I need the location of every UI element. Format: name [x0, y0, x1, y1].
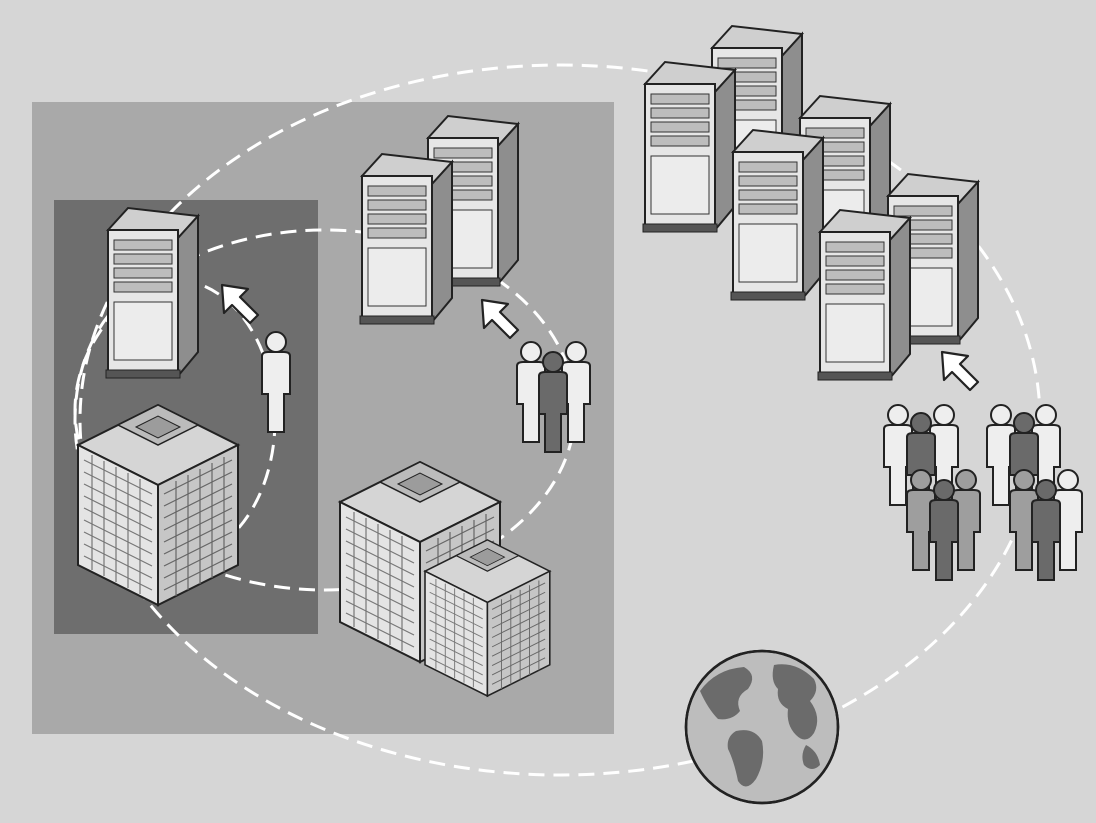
server-icon: [730, 129, 824, 301]
server-icon: [105, 207, 199, 379]
server-icon: [359, 153, 453, 325]
office-building-icon: [77, 404, 239, 606]
server-icon: [817, 209, 911, 381]
globe-icon: [684, 649, 840, 805]
server-icon: [642, 61, 736, 233]
office-building-icon: [424, 539, 551, 697]
